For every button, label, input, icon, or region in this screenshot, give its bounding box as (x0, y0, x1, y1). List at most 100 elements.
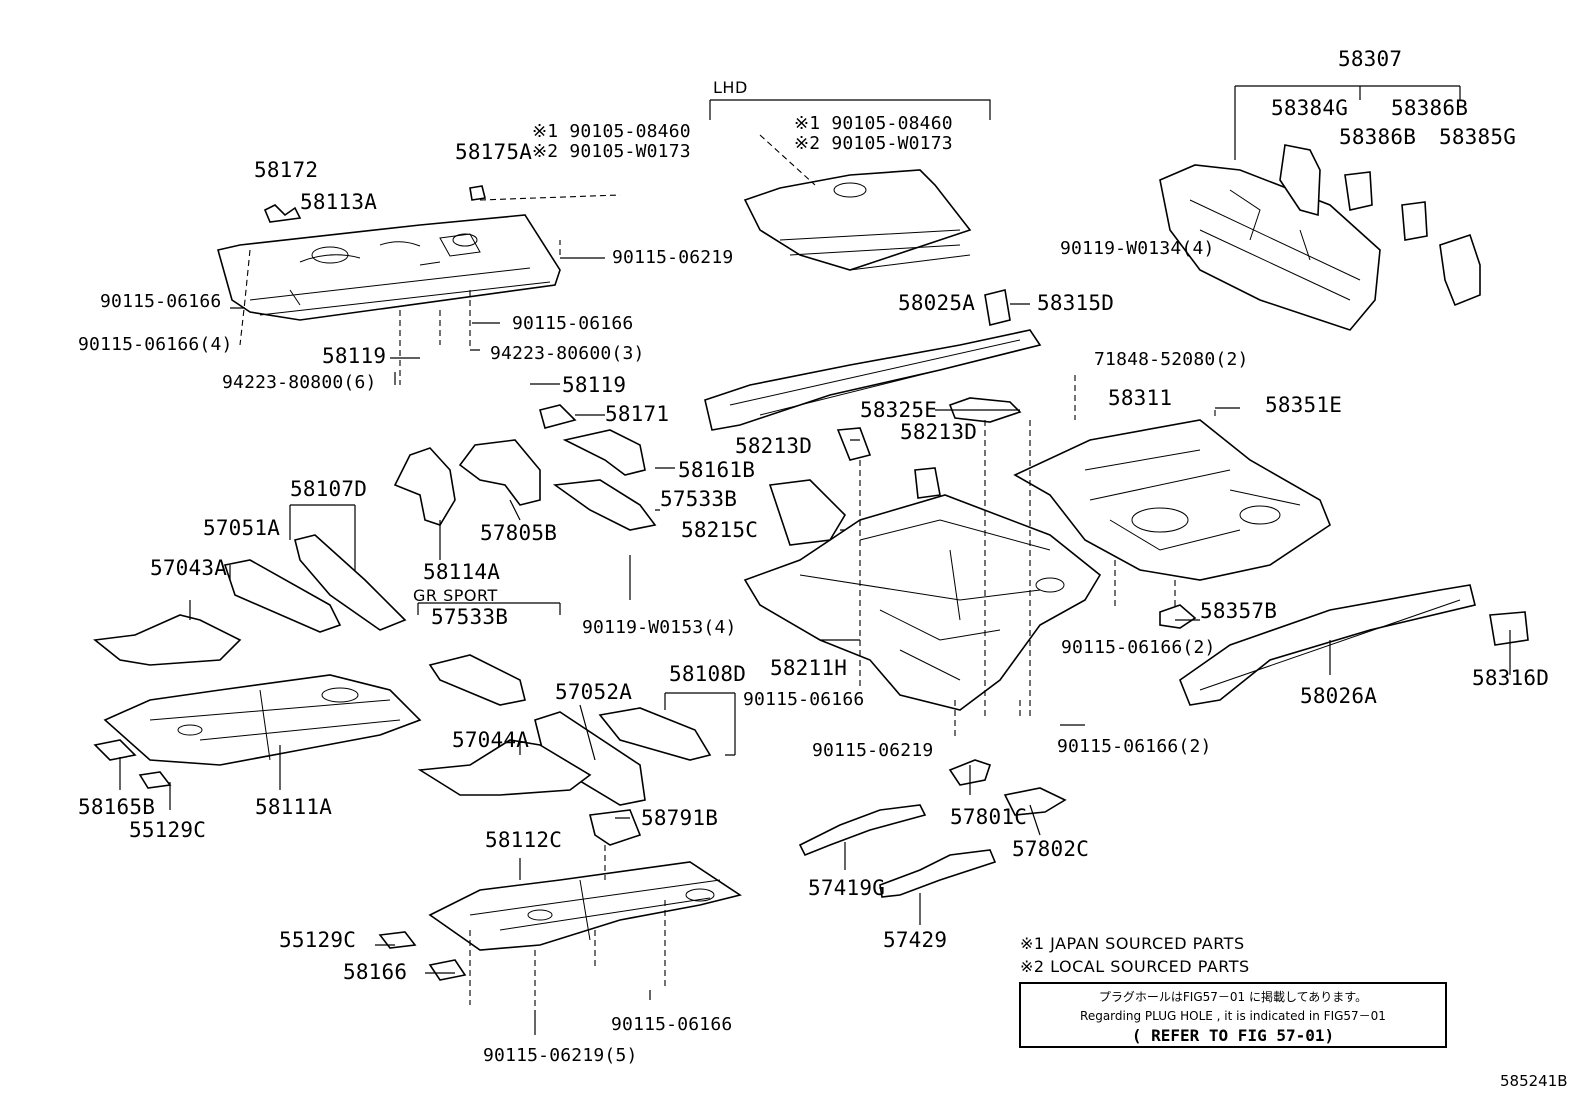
member-57419G (798, 804, 927, 857)
member-58107D (294, 534, 407, 631)
label-57051A: 57051A (203, 516, 281, 540)
member-57044A (417, 739, 592, 796)
bracket-58316D (1489, 611, 1529, 646)
bracket-58161B (562, 429, 646, 476)
brace-57533B-b (428, 654, 526, 706)
label-90115-06166-2b: 90115-06166(2) (1057, 736, 1212, 757)
label-58385G: 58385G (1439, 125, 1517, 149)
label-58165B: 58165B (78, 795, 156, 819)
bracket-58357B (1159, 604, 1197, 629)
bracket-58172 (263, 204, 302, 223)
label-58108D: 58108D (669, 662, 747, 686)
label-gr-sport: GR SPORT (413, 586, 498, 605)
plate-57802C (1003, 787, 1067, 816)
label-58161B: 58161B (678, 458, 756, 482)
plug-55129C-b (378, 931, 417, 949)
label-55129C-b: 55129C (279, 928, 357, 952)
label-58325E: 58325E (860, 398, 938, 422)
front-floor-pan-58113A (217, 214, 561, 321)
label-57533B-b: 57533B (431, 605, 509, 629)
label-57805B: 57805B (480, 521, 558, 545)
label-58351E: 58351E (1265, 393, 1343, 417)
label-94223-80800: 94223-80800(6) (222, 372, 377, 393)
label-90115-06166-c: 90115-06166 (743, 689, 865, 710)
label-lhd: LHD (713, 78, 748, 97)
label-58111A: 58111A (255, 795, 333, 819)
plug-hole-reference-box: プラグホールはFIG57－01 に掲載してあります。 Regarding PLU… (1019, 982, 1447, 1048)
label-58384G: 58384G (1271, 96, 1349, 120)
figure-id: 585241B (1500, 1072, 1568, 1090)
label-58213D-b: 58213D (900, 420, 978, 444)
dash-panel-58307 (1159, 164, 1381, 331)
lhd-bracket (709, 99, 991, 120)
label-58119-b: 58119 (562, 373, 627, 397)
label-58307: 58307 (1338, 47, 1403, 71)
note-box-japanese-line: プラグホールはFIG57－01 に掲載してあります。 (1098, 990, 1368, 1004)
panel-58385G (1439, 233, 1481, 307)
label-58316D: 58316D (1472, 666, 1550, 690)
label-90115-06166-a: 90115-06166 (100, 291, 222, 312)
label-58112C: 58112C (485, 828, 563, 852)
label-japan-bolt-lhd: ※1 90105-08460 (794, 113, 953, 134)
label-local-bolt-top: ※2 90105-W0173 (532, 141, 691, 162)
bracket-58386B-b (1401, 201, 1428, 241)
label-58386B: 58386B (1339, 125, 1417, 149)
front-floor-pan-58111A (103, 674, 422, 766)
label-90119-W0134: 90119-W0134(4) (1060, 238, 1215, 259)
bracket-57805B (458, 439, 541, 506)
label-58166: 58166 (343, 960, 408, 984)
label-58311: 58311 (1108, 386, 1173, 410)
label-57533B-a: 57533B (660, 487, 738, 511)
note-japan-sourced: ※1 JAPAN SOURCED PARTS (1020, 934, 1245, 953)
label-58113A: 58113A (300, 190, 378, 214)
rear-floor-pan-58311 (1013, 419, 1331, 581)
panel-58215C (768, 479, 847, 546)
label-58119-a: 58119 (322, 344, 387, 368)
tunnel-reinforcement-58025A (704, 329, 1042, 431)
label-58172: 58172 (254, 158, 319, 182)
label-58215C: 58215C (681, 518, 759, 542)
bracket-58386B-a (1344, 171, 1373, 211)
label-58315D: 58315D (1037, 291, 1115, 315)
label-90115-06219-5: 90115-06219(5) (483, 1045, 638, 1066)
label-55129C-a: 55129C (129, 818, 207, 842)
label-58357B: 58357B (1200, 599, 1278, 623)
gr-sport-bracket (417, 602, 561, 615)
bracket-58175A (469, 185, 486, 201)
label-90115-06166-b: 90115-06166 (512, 313, 634, 334)
note-local-sourced: ※2 LOCAL SOURCED PARTS (1020, 957, 1250, 976)
label-58386B-top: 58386B (1391, 96, 1469, 120)
panel-58384G (1279, 144, 1321, 217)
brace-57533B-a (552, 479, 657, 531)
label-japan-bolt-top: ※1 90105-08460 (532, 121, 691, 142)
label-71848-52080: 71848-52080(2) (1094, 349, 1249, 370)
center-floor-pan-58211H (743, 494, 1102, 711)
label-57801C: 57801C (950, 805, 1028, 829)
label-57802C: 57802C (1012, 837, 1090, 861)
label-58107D: 58107D (290, 477, 368, 501)
front-floor-pan-58112C (428, 861, 742, 951)
note-box-refer-line: ( REFER TO FIG 57-01) (1131, 1026, 1335, 1045)
label-90115-06219-b: 90115-06219 (812, 740, 934, 761)
label-57044A: 57044A (452, 728, 530, 752)
bracket-58114A (393, 447, 456, 526)
label-94223-80600: 94223-80600(3) (490, 343, 645, 364)
label-90115-06166-4: 90115-06166(4) (78, 334, 233, 355)
member-57043A (93, 614, 242, 666)
bracket-58307 (1234, 85, 1461, 160)
label-58026A: 58026A (1300, 684, 1378, 708)
label-58025A: 58025A (898, 291, 976, 315)
bracket-58213D-b (914, 467, 941, 499)
label-57052A: 57052A (555, 680, 633, 704)
note-box-english-line: Regarding PLUG HOLE , it is indicated in… (1080, 1009, 1386, 1023)
label-90115-06166-d: 90115-06166 (611, 1014, 733, 1035)
label-58114A: 58114A (423, 560, 501, 584)
label-90115-06219-a: 90115-06219 (612, 247, 734, 268)
bracket-58166 (428, 959, 467, 981)
label-58171: 58171 (605, 402, 670, 426)
label-58213D-a: 58213D (735, 434, 813, 458)
label-90119-W0153: 90119-W0153(4) (582, 617, 737, 638)
label-58211H: 58211H (770, 656, 848, 680)
